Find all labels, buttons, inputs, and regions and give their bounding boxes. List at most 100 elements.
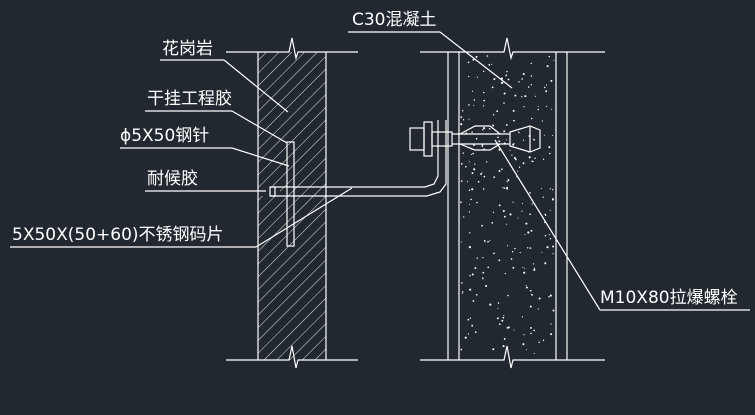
concrete-dot (476, 257, 478, 259)
concrete-dot (488, 127, 491, 130)
concrete-dot (523, 267, 525, 269)
concrete-dot (538, 341, 540, 343)
concrete-dot (468, 104, 470, 106)
concrete-dot (477, 180, 480, 183)
concrete-dot (468, 246, 471, 249)
concrete-dot (537, 308, 539, 310)
concrete-dot (533, 268, 536, 272)
concrete-dot (542, 339, 545, 342)
concrete-dot (533, 352, 535, 354)
concrete-dot (505, 139, 507, 141)
concrete-dot (548, 296, 550, 298)
concrete-dot (498, 259, 501, 262)
concrete-dot (529, 213, 531, 216)
label-steel-pin: ϕ5X50钢针 (120, 126, 209, 146)
concrete-dot (506, 223, 508, 225)
concrete-wall (420, 37, 605, 369)
concrete-dot (473, 99, 476, 101)
concrete-dot (489, 303, 492, 306)
concrete-dot (493, 176, 496, 178)
anchor-bolt (409, 121, 541, 157)
concrete-dot (503, 337, 506, 340)
label-clip: 5X50X(50+60)不锈钢码片 (12, 225, 224, 245)
concrete-dot (523, 105, 525, 108)
concrete-dot (511, 154, 513, 156)
concrete-dot (483, 91, 485, 94)
concrete-dot (544, 262, 547, 265)
concrete-dot (488, 64, 491, 66)
concrete-dot (471, 273, 474, 276)
concrete-dot (521, 210, 523, 212)
concrete-dot (460, 163, 463, 165)
concrete-dot (476, 76, 478, 78)
concrete-dot (525, 222, 528, 225)
concrete-dot (513, 143, 515, 145)
concrete-dot (471, 188, 474, 191)
concrete-dot (469, 317, 472, 319)
concrete-dot (468, 211, 471, 213)
concrete-dot (481, 145, 484, 148)
concrete-dot (471, 90, 474, 92)
concrete-dot (468, 161, 470, 163)
concrete-dot (529, 326, 532, 329)
concrete-dot (483, 175, 486, 178)
concrete-dot (533, 138, 535, 141)
concrete-dot (471, 131, 473, 133)
concrete-dot (501, 319, 504, 322)
concrete-dot (548, 234, 550, 236)
concrete-dot (551, 134, 554, 136)
concrete-dot (522, 266, 524, 268)
concrete-dot (529, 247, 532, 249)
concrete-dot (541, 251, 543, 253)
concrete-dot (481, 172, 483, 174)
concrete-dot (505, 75, 507, 77)
concrete-dot (468, 118, 470, 120)
concrete-dot (492, 124, 495, 127)
concrete-dot (550, 79, 553, 82)
concrete-dot (541, 120, 543, 122)
concrete-dot (550, 333, 553, 336)
concrete-dot (514, 94, 517, 97)
concrete-dot (461, 292, 463, 295)
concrete-dot (509, 213, 512, 216)
concrete-dot (469, 274, 471, 277)
concrete-dot (503, 215, 506, 218)
concrete-dot (515, 158, 517, 161)
concrete-dot (487, 240, 489, 243)
concrete-dot (491, 86, 494, 89)
concrete-dot (502, 209, 505, 213)
concrete-dot (472, 152, 474, 155)
concrete-dot (498, 323, 501, 326)
concrete-dot (507, 78, 510, 81)
concrete-dot (491, 63, 493, 65)
concrete-dot (507, 245, 509, 247)
concrete-dot (475, 293, 478, 296)
concrete-dot (506, 188, 509, 190)
concrete-dot (460, 348, 463, 351)
concrete-dot (482, 271, 485, 274)
concrete-dot (472, 300, 475, 302)
concrete-dot (528, 156, 531, 159)
concrete-dot (498, 204, 501, 207)
label-dry-hang-glue: 干挂工程胶 (147, 89, 232, 109)
concrete-dot (527, 231, 530, 234)
concrete-dot (466, 181, 468, 183)
concrete-dot (492, 211, 495, 214)
concrete-dot (472, 58, 475, 61)
concrete-dot (517, 217, 519, 219)
concrete-dot (529, 305, 532, 308)
concrete-dot (527, 86, 530, 88)
leader-lines (10, 31, 750, 311)
concrete-dot (460, 180, 463, 182)
concrete-dot (545, 84, 548, 86)
concrete-dot (549, 209, 551, 211)
concrete-dot (474, 331, 477, 333)
concrete-dot (476, 201, 478, 204)
concrete-dot (504, 272, 506, 275)
concrete-dot (531, 293, 533, 296)
concrete-dot (518, 81, 520, 83)
concrete-dot (482, 277, 484, 279)
concrete-dot (463, 216, 465, 218)
concrete-dot (460, 201, 462, 203)
stainless-clip (269, 120, 447, 197)
